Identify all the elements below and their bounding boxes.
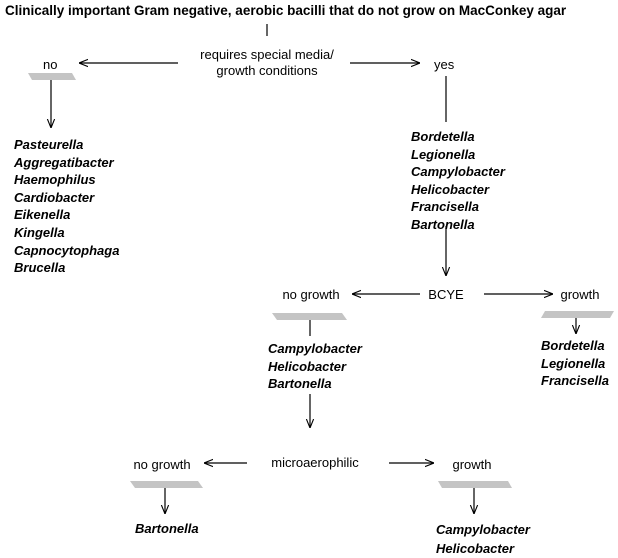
organism-legionella: Legionella	[411, 146, 476, 162]
bcye-test-label: BCYE	[428, 287, 464, 302]
bcye-growth-list: Bordetella Legionella Francisella	[541, 337, 609, 390]
micro-no-growth-label: no growth	[133, 457, 191, 472]
question-line-2: growth conditions	[216, 63, 318, 78]
yes-label: yes	[434, 57, 455, 72]
organism-helicobacter: Helicobacter	[436, 541, 515, 556]
organism-capnocytophaga: Capnocytophaga	[14, 242, 120, 258]
micro-no-growth-bar	[130, 481, 203, 488]
organism-haemophilus: Haemophilus	[14, 172, 96, 188]
organism-aggregatibacter: Aggregatibacter	[14, 154, 114, 170]
micro-growth-label: growth	[452, 457, 492, 472]
micro-growth-list: Campylobacter Helicobacter	[436, 520, 530, 558]
organism-brucella: Brucella	[14, 260, 66, 276]
organism-helicobacter: Helicobacter	[268, 358, 347, 374]
organism-legionella: Legionella	[541, 355, 606, 371]
organism-francisella: Francisella	[411, 199, 479, 215]
no-label: no	[43, 57, 58, 72]
organism-helicobacter: Helicobacter	[411, 181, 490, 197]
organism-bordetella: Bordetella	[541, 338, 605, 353]
microaerophilic-test-label: microaerophilic	[271, 455, 359, 470]
organism-kingella: Kingella	[14, 224, 65, 240]
organism-campylobacter: Campylobacter	[411, 164, 505, 180]
organism-bartonella: Bartonella	[411, 216, 475, 232]
organism-campylobacter: Campylobacter	[436, 522, 530, 537]
bcye-no-growth-list: Campylobacter Helicobacter Bartonella	[268, 340, 362, 393]
organism-bartonella: Bartonella	[135, 521, 199, 536]
bcye-no-growth-bar	[272, 313, 347, 320]
question-line-1: requires special media/	[200, 47, 334, 62]
organism-pasteurella: Pasteurella	[14, 137, 84, 152]
bcye-growth-label: growth	[560, 287, 600, 302]
no-organism-list: Pasteurella Aggregatibacter Haemophilus …	[14, 136, 119, 277]
organism-francisella: Francisella	[541, 373, 609, 389]
organism-bordetella: Bordetella	[411, 129, 475, 144]
yes-organism-list: Bordetella Legionella Campylobacter Heli…	[411, 128, 505, 234]
micro-no-growth-list: Bartonella	[135, 520, 199, 538]
organism-cardiobacter: Cardiobacter	[14, 189, 95, 205]
no-bar	[28, 73, 76, 80]
organism-bartonella: Bartonella	[268, 376, 332, 392]
bcye-no-growth-label: no growth	[282, 287, 340, 302]
micro-growth-bar	[438, 481, 512, 488]
organism-eikenella: Eikenella	[14, 207, 71, 223]
diagram-title: Clinically important Gram negative, aero…	[5, 3, 567, 18]
bcye-growth-bar	[541, 311, 614, 318]
organism-campylobacter: Campylobacter	[268, 341, 362, 356]
